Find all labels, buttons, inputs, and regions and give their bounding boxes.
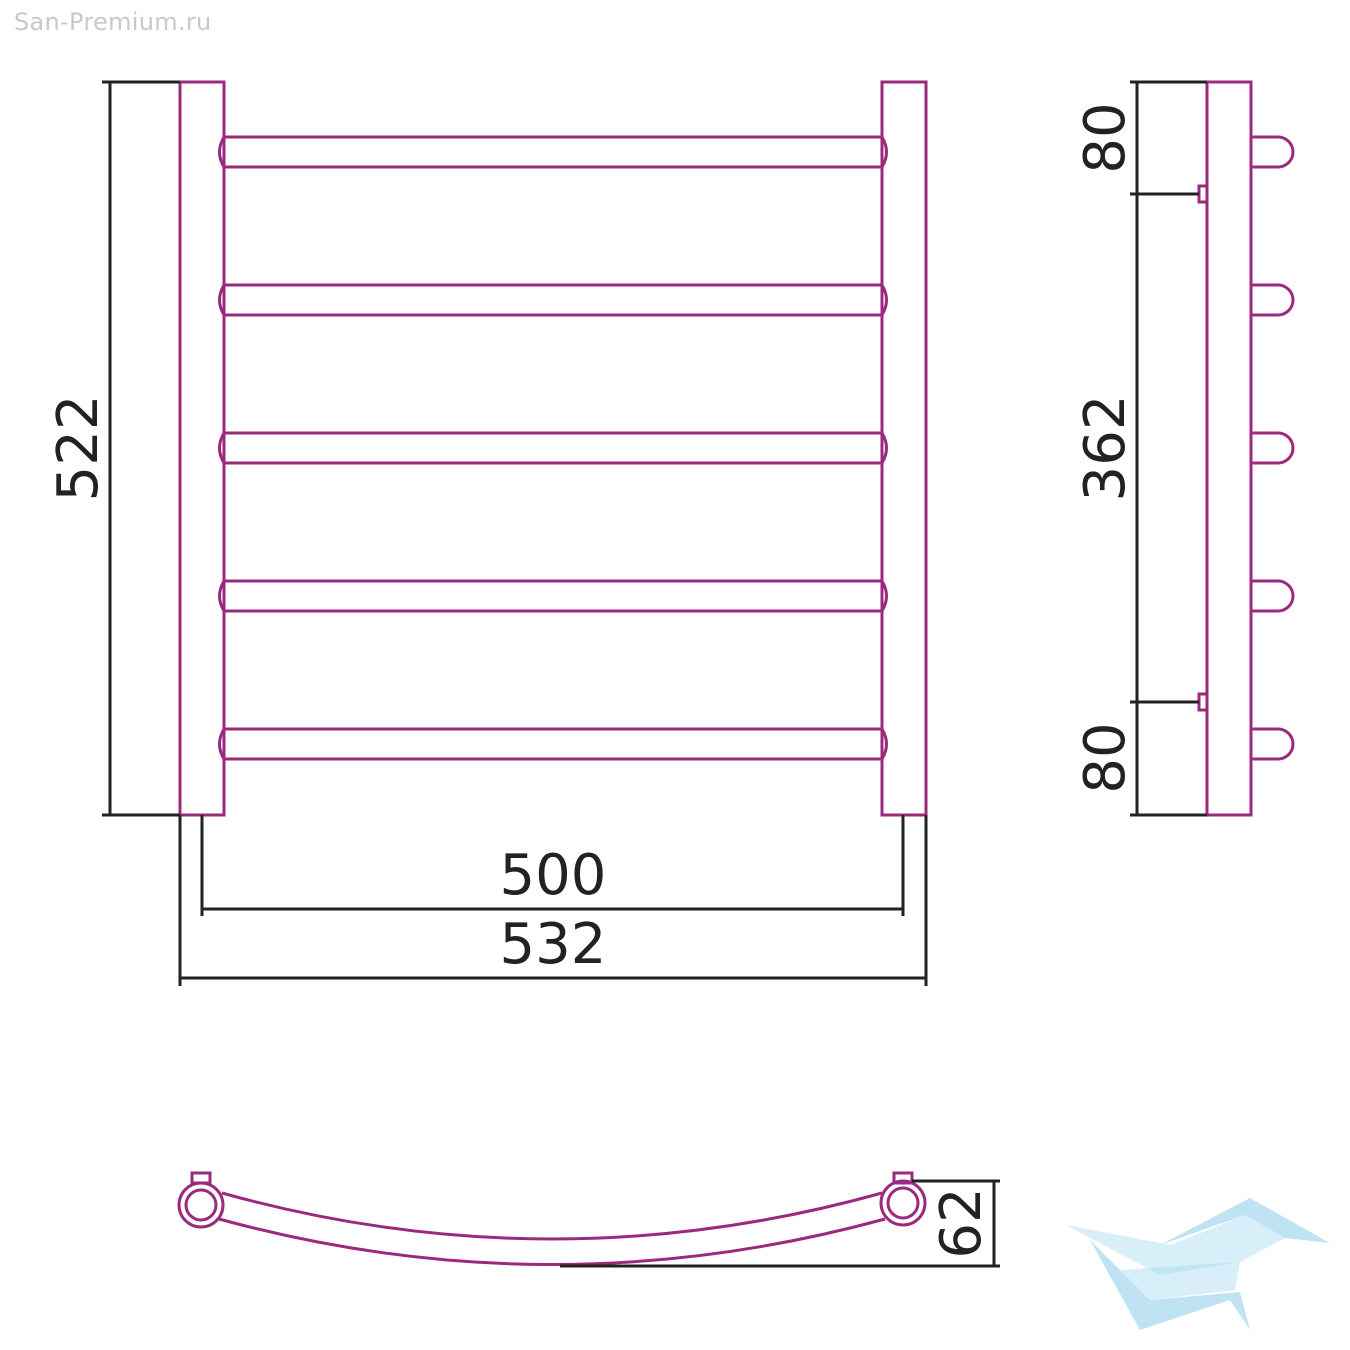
rail-3 [218, 431, 888, 465]
wall-mount-bottom [1197, 692, 1209, 712]
site-watermark: San-Premium.ru [14, 8, 212, 36]
top-view: 62 [177, 1171, 1000, 1268]
top-right-mount [892, 1171, 914, 1185]
rail-stub-5 [1251, 727, 1295, 761]
top-left-post-inner [184, 1188, 218, 1222]
inner-width-dimension: 500 [200, 815, 905, 916]
outer-width-label: 532 [500, 912, 607, 977]
side-post [1205, 80, 1253, 817]
rail-group [218, 135, 888, 761]
rail-stub-1 [1251, 135, 1295, 169]
inner-width-label: 500 [500, 843, 607, 908]
rail-stub-2 [1251, 283, 1295, 317]
side-view: 80 362 80 [1073, 80, 1295, 817]
rail-stub-3 [1251, 431, 1295, 465]
rail-stub-group [1251, 135, 1295, 761]
front-view: 522 500 532 [46, 80, 928, 986]
depth-label: 62 [929, 1187, 994, 1258]
mount-spacing-label: 362 [1073, 395, 1138, 502]
top-right-post-outer [879, 1179, 927, 1227]
top-right-post-inner [886, 1186, 920, 1220]
right-post [880, 80, 928, 817]
rail-1 [218, 135, 888, 169]
height-label: 522 [46, 395, 111, 502]
top-left-post-outer [177, 1181, 225, 1229]
rail-4 [218, 579, 888, 613]
bathtub-logo-icon [1066, 1198, 1330, 1330]
wall-mount-top [1197, 184, 1209, 204]
rail-2 [218, 283, 888, 317]
top-offset-label: 80 [1073, 102, 1138, 173]
curved-rail-top-edge [221, 1191, 883, 1241]
bottom-offset-label: 80 [1073, 722, 1138, 793]
outer-width-dimension: 532 [178, 815, 928, 986]
side-dimensions: 80 362 80 [1073, 80, 1207, 817]
curved-rail-bottom-edge [218, 1217, 886, 1266]
depth-dimension: 62 [560, 1179, 1000, 1268]
height-dimension: 522 [46, 80, 180, 817]
rail-stub-4 [1251, 579, 1295, 613]
rail-5 [218, 727, 888, 761]
left-post [178, 80, 226, 817]
